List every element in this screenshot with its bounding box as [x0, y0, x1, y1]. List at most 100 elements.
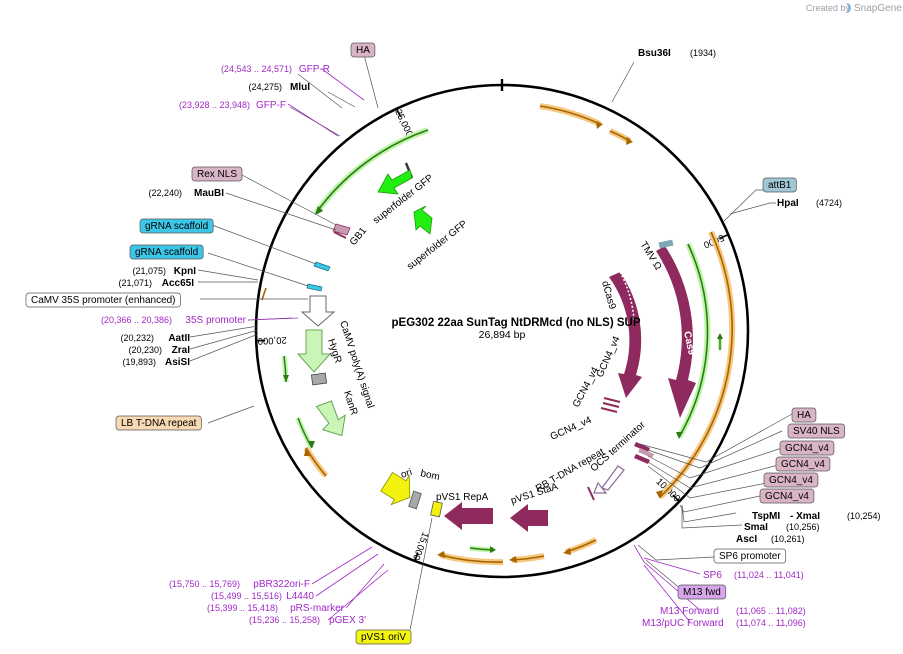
primer-pbr-pos: (15,750 .. 15,769) — [169, 579, 240, 589]
enzyme-smai-name[interactable]: SmaI — [744, 522, 768, 533]
enzyme-tspmi-name[interactable]: TspMI — [752, 511, 780, 522]
pvs1-staa-arrow[interactable] — [510, 504, 548, 532]
brand-name: SnapGene — [854, 3, 902, 14]
enzyme-hpai-name[interactable]: HpaI — [777, 198, 799, 209]
orange-feature-right-arrow-icon — [656, 490, 663, 499]
orange-left-1[interactable] — [305, 447, 327, 477]
hygr-arrow[interactable] — [296, 329, 332, 373]
label-box-gcn4[interactable]: GCN4_v4 — [759, 488, 815, 504]
pvs1-oriv-box[interactable] — [430, 500, 443, 518]
label-box-m13fwd[interactable]: M13 fwd — [677, 584, 727, 600]
enzyme-zrai-pos: (20,230) — [128, 345, 162, 355]
label-box-rexnls[interactable]: Rex NLS — [191, 166, 243, 182]
label-box-text-camv35s: CaMV 35S promoter (enhanced) — [31, 295, 176, 306]
gcn4-inner-marks[interactable] — [600, 397, 621, 413]
primer-pgex-name[interactable]: pGEX 3' — [329, 615, 366, 626]
primer-pbr-name[interactable]: pBR322ori-F — [253, 579, 310, 590]
ori-label: ori — [400, 467, 414, 481]
label-box-bg-grna1 — [139, 218, 214, 234]
green-bottom-arrow-icon — [490, 546, 496, 553]
primer-sp6-pos: (11,024 .. 11,041) — [734, 570, 804, 580]
label-box-bg-m13fwd — [677, 584, 727, 600]
sfgfp2-label: superfolder GFP — [405, 218, 470, 272]
bom-box[interactable] — [408, 490, 422, 510]
green-top-left-glow — [313, 127, 429, 215]
label-box-bg-gcn1 — [779, 440, 835, 456]
gb1-mark[interactable] — [332, 223, 351, 236]
label-box-ha2[interactable]: HA — [791, 407, 817, 423]
tick-mark — [414, 552, 419, 561]
enzyme-asci-name[interactable]: AscI — [736, 534, 757, 545]
label-box-ha1[interactable]: HA — [350, 42, 376, 58]
enzyme-asisi-name[interactable]: AsiSI — [165, 357, 190, 368]
orange-feature-right[interactable] — [659, 231, 733, 498]
enzyme-xmai-name[interactable]: - XmaI — [790, 511, 820, 522]
enzyme-zrai-name[interactable]: ZraI — [172, 345, 191, 356]
superfolder-gfp-1-arrow[interactable] — [377, 169, 413, 195]
brand-prefix: Created by — [806, 3, 851, 13]
enzyme-smai-pos: (10,256) — [786, 522, 820, 532]
enzyme-aatii-name[interactable]: AatII — [168, 333, 190, 344]
enzyme-kpni-name[interactable]: KpnI — [174, 266, 196, 277]
ori-arrow[interactable] — [378, 467, 420, 511]
plasmid-name: pEG302 22aa SunTag NtDRMcd (no NLS) SUP — [392, 317, 641, 329]
primer-gfpf-name[interactable]: GFP-F — [256, 100, 286, 111]
label-box-gcn2[interactable]: GCN4_v4 — [775, 456, 831, 472]
rb-tdna-mark[interactable] — [587, 486, 595, 501]
primer-gfpr-name[interactable]: GFP-R — [299, 64, 330, 75]
dcas9-arrow[interactable] — [609, 272, 642, 398]
orange-left-small[interactable] — [261, 287, 267, 301]
attb1-marker[interactable] — [658, 239, 674, 249]
green-feature-right[interactable] — [678, 243, 709, 438]
label-box-text-sv40: SV40 NLS — [793, 426, 840, 437]
enzyme-asci-pos: (10,261) — [771, 534, 805, 544]
enzyme-xmai-pos: (10,254) — [847, 511, 881, 521]
label-box-bg-pvs1oriv — [355, 629, 412, 645]
leader-lines — [189, 46, 793, 631]
rex-nls-mark[interactable] — [333, 231, 347, 239]
kanr-label: KanR — [341, 390, 359, 417]
green-top-left[interactable] — [315, 129, 429, 214]
pvs1-repa-arrow[interactable] — [444, 502, 493, 530]
primer-prs-name[interactable]: pRS-marker — [290, 603, 345, 614]
label-box-text-gcn2: GCN4_v4 — [781, 459, 825, 470]
grna-scaffold-1-mark[interactable] — [313, 261, 331, 272]
label-box-camv35s[interactable]: CaMV 35S promoter (enhanced) — [25, 292, 181, 308]
label-box-attb1[interactable]: attB1 — [762, 177, 797, 193]
primer-l4440-name[interactable]: L4440 — [286, 591, 314, 602]
label-box-lbt[interactable]: LB T-DNA repeat — [115, 415, 202, 431]
label-box-gcn3[interactable]: GCN4_v4 — [763, 472, 819, 488]
enzyme-acc65i-name[interactable]: Acc65I — [162, 278, 194, 289]
primer-m13f-name[interactable]: M13 Forward — [660, 606, 719, 617]
green-left-1[interactable] — [297, 417, 313, 449]
label-box-bg-attb1 — [762, 177, 797, 193]
enzyme-maubi-name[interactable]: MauBI — [194, 188, 224, 199]
ha-sv40-gcn4-cluster[interactable] — [634, 442, 654, 464]
enzyme-bsu36i-name[interactable]: Bsu36I — [638, 48, 671, 59]
ocs-terminator-arrow[interactable] — [601, 465, 625, 491]
label-box-sp6prom[interactable]: SP6 promoter — [713, 548, 787, 564]
primer-35s-name[interactable]: 35S promoter — [185, 315, 246, 326]
orange-bottom-3[interactable] — [565, 539, 597, 553]
label-box-bg-sp6prom — [713, 548, 787, 564]
orange-bottom-2-arrow-icon — [509, 556, 517, 563]
enzyme-maubi-pos: (22,240) — [148, 188, 182, 198]
orange-bottom-1-arrow-icon — [437, 551, 445, 558]
cas9-arrow[interactable] — [656, 246, 696, 418]
label-box-gcn1[interactable]: GCN4_v4 — [779, 440, 835, 456]
camv-35s-promoter-arrow[interactable] — [300, 295, 336, 327]
kanr-arrow[interactable] — [315, 398, 352, 441]
label-box-grna2[interactable]: gRNA scaffold — [129, 244, 204, 260]
grna-scaffold-2-mark[interactable] — [306, 283, 323, 292]
tick-label: 20,000 — [257, 334, 286, 346]
primer-sp6-name[interactable]: SP6 — [703, 570, 722, 581]
enzyme-mlui-name[interactable]: MluI — [290, 82, 310, 93]
primer-m13puc-name[interactable]: M13/pUC Forward — [642, 618, 724, 629]
enzyme-mlui-pos: (24,275) — [248, 82, 282, 92]
superfolder-gfp-2-arrow[interactable] — [413, 205, 433, 235]
label-box-grna1[interactable]: gRNA scaffold — [139, 218, 214, 234]
camv-polya-box[interactable] — [310, 372, 328, 386]
label-box-sv40[interactable]: SV40 NLS — [787, 423, 846, 439]
label-box-pvs1oriv[interactable]: pVS1 oriV — [355, 629, 412, 645]
